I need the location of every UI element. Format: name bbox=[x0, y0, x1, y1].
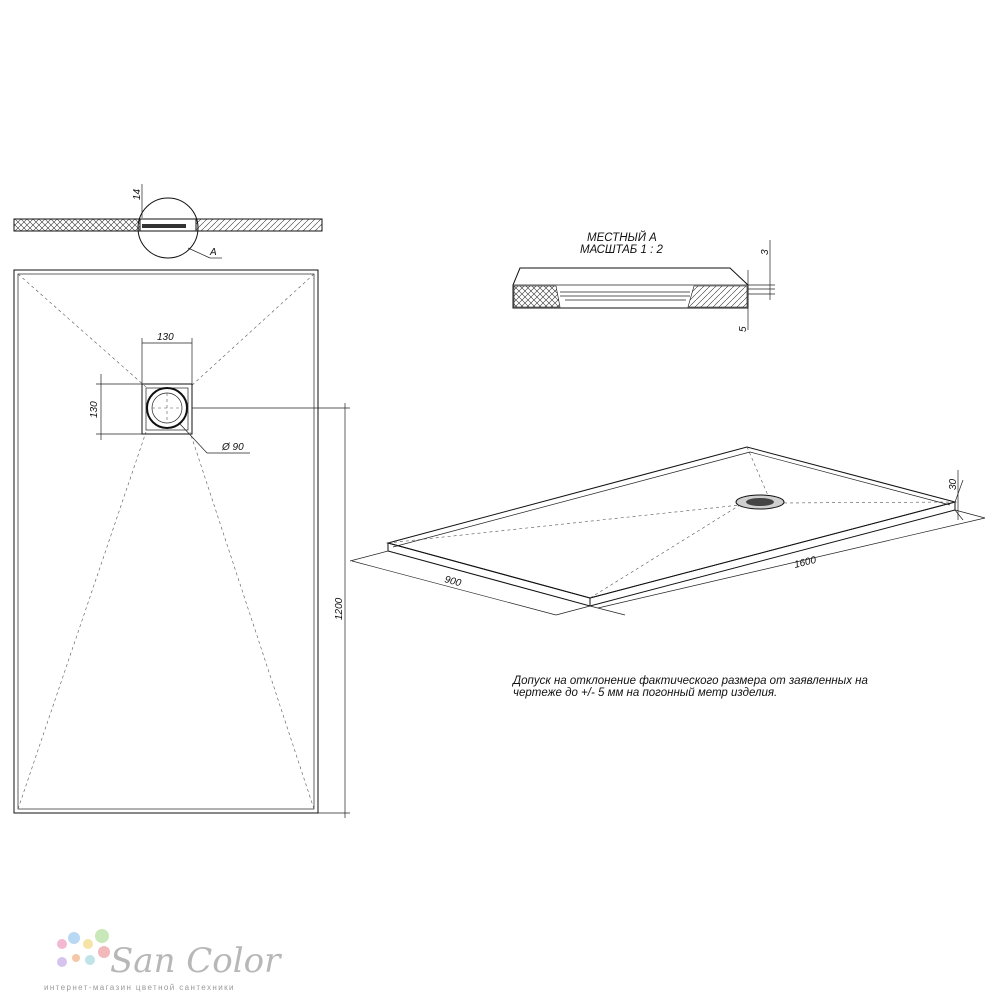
sancolor-watermark: San Color интернет-магазин цветной санте… bbox=[44, 929, 282, 992]
drain-square bbox=[141, 383, 193, 435]
top-plan-view: 130 130 Ø 90 1200 bbox=[13, 269, 350, 818]
watermark-tagline: интернет-магазин цветной сантехники bbox=[44, 983, 235, 992]
iso-height-label: 30 bbox=[948, 478, 959, 490]
detail-title-1: МЕСТНЫЙ А bbox=[587, 231, 657, 244]
detail-a-view: МЕСТНЫЙ А МАСШТАБ 1 : 2 3 5 bbox=[512, 231, 775, 332]
watermark-dot bbox=[83, 939, 93, 949]
iso-slope-4 bbox=[779, 501, 956, 504]
watermark-dots bbox=[57, 929, 110, 967]
side-profile-right bbox=[195, 218, 323, 232]
depth-dim-label: 14 bbox=[132, 188, 143, 200]
callout-label: A bbox=[209, 247, 217, 258]
detail-hatch-right bbox=[687, 285, 748, 308]
drain-width-label: 130 bbox=[157, 332, 174, 343]
iso-slope-3 bbox=[746, 446, 771, 501]
side-section-view: A 14 bbox=[13, 184, 323, 259]
slope-line-tr bbox=[189, 273, 315, 388]
iso-length-dim-line bbox=[597, 517, 986, 609]
detail-step-label: 3 bbox=[760, 249, 771, 255]
tolerance-note-line-2: чертеже до +/- 5 мм на погонный метр изд… bbox=[513, 687, 777, 699]
tray-inner-border bbox=[17, 273, 315, 810]
isometric-view: 900 1600 30 bbox=[349, 446, 986, 616]
slope-line-br bbox=[189, 431, 315, 810]
iso-front-face bbox=[387, 542, 591, 607]
detail-thickness-label: 5 bbox=[738, 326, 749, 332]
slope-line-bl bbox=[17, 431, 147, 810]
slope-line-tl bbox=[17, 273, 147, 388]
iso-slope-2 bbox=[589, 504, 741, 599]
watermark-dot bbox=[68, 932, 80, 944]
watermark-brand: San Color bbox=[110, 941, 282, 981]
detail-hatch-left bbox=[513, 285, 561, 308]
watermark-dot bbox=[57, 957, 67, 967]
diameter-leader bbox=[179, 423, 208, 454]
iso-width-dim-line bbox=[351, 560, 557, 616]
tray-outline bbox=[13, 269, 319, 814]
detail-title-2: МАСШТАБ 1 : 2 bbox=[580, 244, 663, 256]
drain-diameter-label: Ø 90 bbox=[221, 442, 244, 453]
iso-width-label: 900 bbox=[443, 574, 462, 589]
length-label: 1200 bbox=[334, 597, 345, 620]
iso-slope-1 bbox=[387, 504, 741, 544]
watermark-dot bbox=[95, 929, 109, 943]
iso-top-surface bbox=[386, 446, 957, 599]
watermark-dot bbox=[57, 939, 67, 949]
detail-a-callout-circle bbox=[137, 197, 199, 259]
watermark-dot bbox=[85, 955, 95, 965]
drain-circle bbox=[146, 387, 188, 429]
callout-leader bbox=[187, 247, 211, 259]
iso-length-label: 1600 bbox=[793, 555, 818, 571]
tolerance-note-line-1: Допуск на отклонение фактического размер… bbox=[511, 675, 868, 687]
watermark-dot bbox=[72, 954, 80, 962]
side-profile-left bbox=[13, 218, 141, 232]
iso-side-face bbox=[589, 501, 956, 607]
side-drain-channel bbox=[142, 224, 186, 228]
drain-height-label: 130 bbox=[89, 401, 100, 418]
watermark-dot bbox=[98, 946, 110, 958]
